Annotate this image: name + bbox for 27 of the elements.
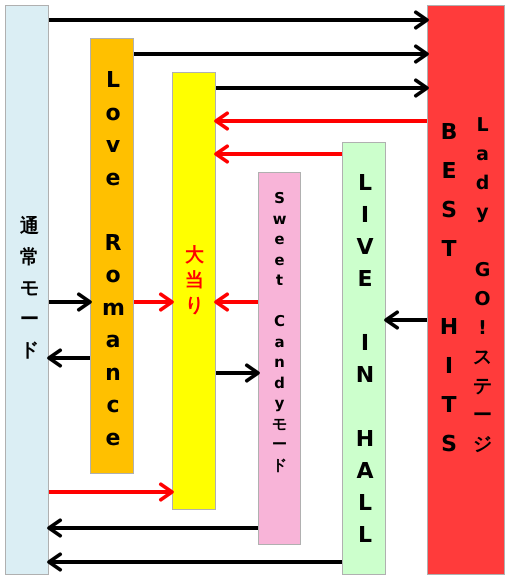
- node-label: BEST HITS: [438, 119, 460, 459]
- node-label: Sweet Candyモード: [272, 188, 287, 475]
- mode-bar: [90, 38, 134, 474]
- arrow: [49, 292, 92, 312]
- arrow: [214, 292, 258, 312]
- arrow: [47, 518, 258, 538]
- arrow: [49, 482, 174, 502]
- node-label: Love Romance: [102, 67, 124, 452]
- arrow: [214, 144, 342, 164]
- stage-bar: [427, 5, 505, 575]
- arrow: [216, 78, 429, 98]
- node-label: 大当り: [185, 243, 204, 318]
- jackpot-bar: [172, 72, 216, 510]
- arrow: [49, 10, 429, 30]
- arrow: [214, 111, 427, 131]
- arrow: [47, 552, 342, 572]
- mode-bar: [258, 172, 301, 545]
- stage-bar: [342, 142, 386, 575]
- mode-bar: [5, 5, 49, 575]
- arrow: [47, 348, 90, 368]
- arrow: [384, 310, 427, 330]
- node-label: LIVE IN HALL: [354, 170, 376, 550]
- node-label: 通常モード: [20, 214, 39, 363]
- arrow: [134, 292, 174, 312]
- arrow: [134, 44, 429, 64]
- node-label: Lady GO!ステージ: [473, 113, 492, 457]
- arrow: [216, 363, 260, 383]
